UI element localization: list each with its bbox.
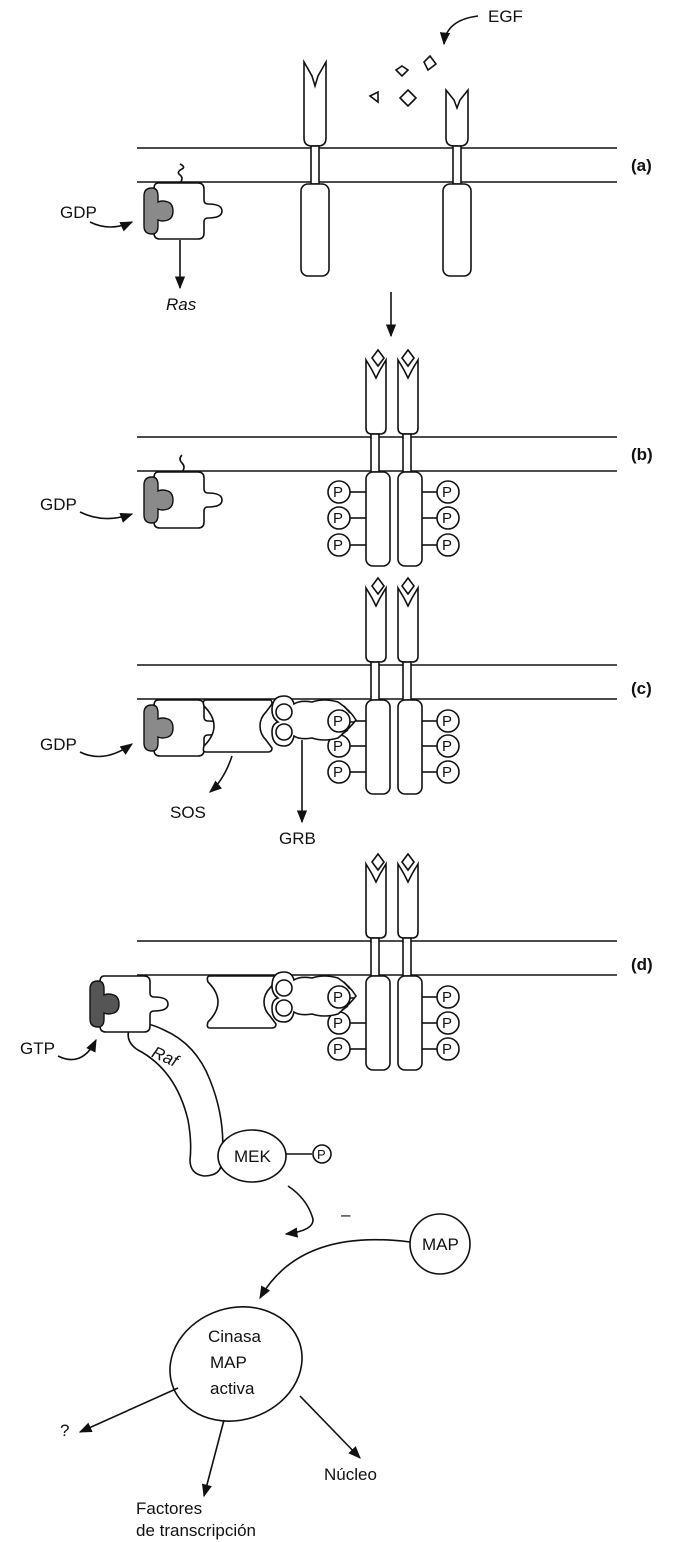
panel-b: (b) P P P P P P GDP — [40, 348, 653, 567]
egf-label: EGF — [488, 7, 523, 26]
lipid-anchor — [179, 454, 185, 473]
tf-label-2: de transcripción — [136, 1521, 256, 1540]
mek-phosphate — [312, 1144, 332, 1164]
egf-ligands — [368, 54, 438, 108]
phosphate-label: P — [442, 1015, 452, 1032]
gdp-label: GDP — [60, 203, 97, 222]
active-map-kinase — [169, 1306, 303, 1422]
gdp-label: GDP — [40, 735, 77, 754]
raf-protein — [127, 1021, 224, 1177]
unknown-target-arrow — [78, 1387, 179, 1433]
phosphate-circle — [327, 985, 351, 1009]
panel-tag-d: (d) — [631, 955, 653, 974]
panel-tag-a: (a) — [631, 156, 652, 175]
phosphate-groups: P P P P P — [327, 985, 460, 1061]
gdp-label: GDP — [40, 495, 77, 514]
panel-d: (d) P P P P P Raf — [20, 852, 653, 1540]
phosphate-label: P — [333, 1015, 343, 1032]
mek-protein — [217, 1129, 287, 1183]
grb-label: GRB — [279, 829, 316, 848]
ras-label: Ras — [166, 295, 197, 314]
phosphate-groups: P P P P P P — [327, 709, 460, 784]
phosphate-label: P — [442, 510, 452, 527]
phosphate-label: P — [333, 484, 343, 501]
mek-label: MEK — [234, 1147, 272, 1166]
panel-a: (a) EGF GDP Ras — [60, 7, 652, 338]
map-label: MAP — [422, 1235, 459, 1254]
sos-protein — [206, 975, 277, 1029]
sos-protein — [202, 699, 273, 753]
egf-bound — [371, 852, 385, 872]
egf-receptor-monomer — [300, 58, 330, 277]
egf-bound — [401, 852, 415, 872]
sos-arrow — [209, 755, 233, 793]
phosphate-groups: P P P P P P — [327, 480, 460, 557]
phosphate-label: P — [333, 510, 343, 527]
ras-protein — [89, 975, 169, 1033]
phosphate-circle — [327, 709, 351, 733]
gdp-arrow — [89, 221, 134, 232]
lipid-anchor — [177, 163, 185, 184]
phosphate-label: P — [333, 713, 343, 730]
mek-activation-arrow — [284, 1185, 314, 1238]
gtp-arrow — [57, 1038, 97, 1061]
sos-label: SOS — [170, 803, 206, 822]
phosphate-label: P — [442, 537, 452, 554]
phosphate-label: P — [442, 713, 452, 730]
gdp-arrow — [79, 511, 134, 523]
phosphate-label: P — [333, 764, 343, 781]
egf-bound — [401, 576, 415, 596]
phosphate-label: P — [333, 537, 343, 554]
panel-c: (c) P P P P P P P — [40, 576, 652, 848]
phosphate-label: P — [333, 738, 343, 755]
panel-tag-c: (c) — [631, 679, 652, 698]
inhibition-minus: – — [341, 1205, 351, 1224]
phosphate-label: P — [442, 764, 452, 781]
tf-arrow — [201, 1419, 225, 1498]
receptor-dimer — [365, 576, 423, 795]
kinase-label-1: Cinasa — [208, 1327, 261, 1346]
ras-protein — [143, 163, 223, 240]
gdp-arrow — [79, 743, 134, 758]
phosphate-label: P — [442, 484, 452, 501]
gtp-label: GTP — [20, 1039, 55, 1058]
phosphate-label: P — [333, 1041, 343, 1058]
receptor-dimer — [365, 348, 423, 567]
egf-receptor-monomer — [442, 87, 472, 277]
kinase-label-2: MAP — [210, 1353, 247, 1372]
phosphate-label: P — [442, 1041, 452, 1058]
panel-tag-b: (b) — [631, 445, 653, 464]
map-to-kinase-arrow — [259, 1238, 411, 1300]
egf-bound — [371, 576, 385, 596]
phosphate-label: P — [333, 989, 343, 1006]
phosphate-label: P — [442, 738, 452, 755]
nucleus-label: Núcleo — [324, 1465, 377, 1484]
egf-arrow — [439, 15, 479, 46]
phosphate-label: P — [442, 989, 452, 1006]
ras-protein — [143, 454, 223, 529]
receptor-dimer — [365, 852, 423, 1071]
kinase-label-3: activa — [210, 1379, 255, 1398]
egf-bound — [401, 348, 415, 368]
map-protein — [409, 1213, 471, 1275]
egf-bound — [371, 348, 385, 368]
phosphate-label: P — [317, 1147, 326, 1162]
unknown-label: ? — [60, 1421, 69, 1440]
nucleus-arrow — [299, 1395, 361, 1459]
tf-label-1: Factores — [136, 1499, 202, 1518]
